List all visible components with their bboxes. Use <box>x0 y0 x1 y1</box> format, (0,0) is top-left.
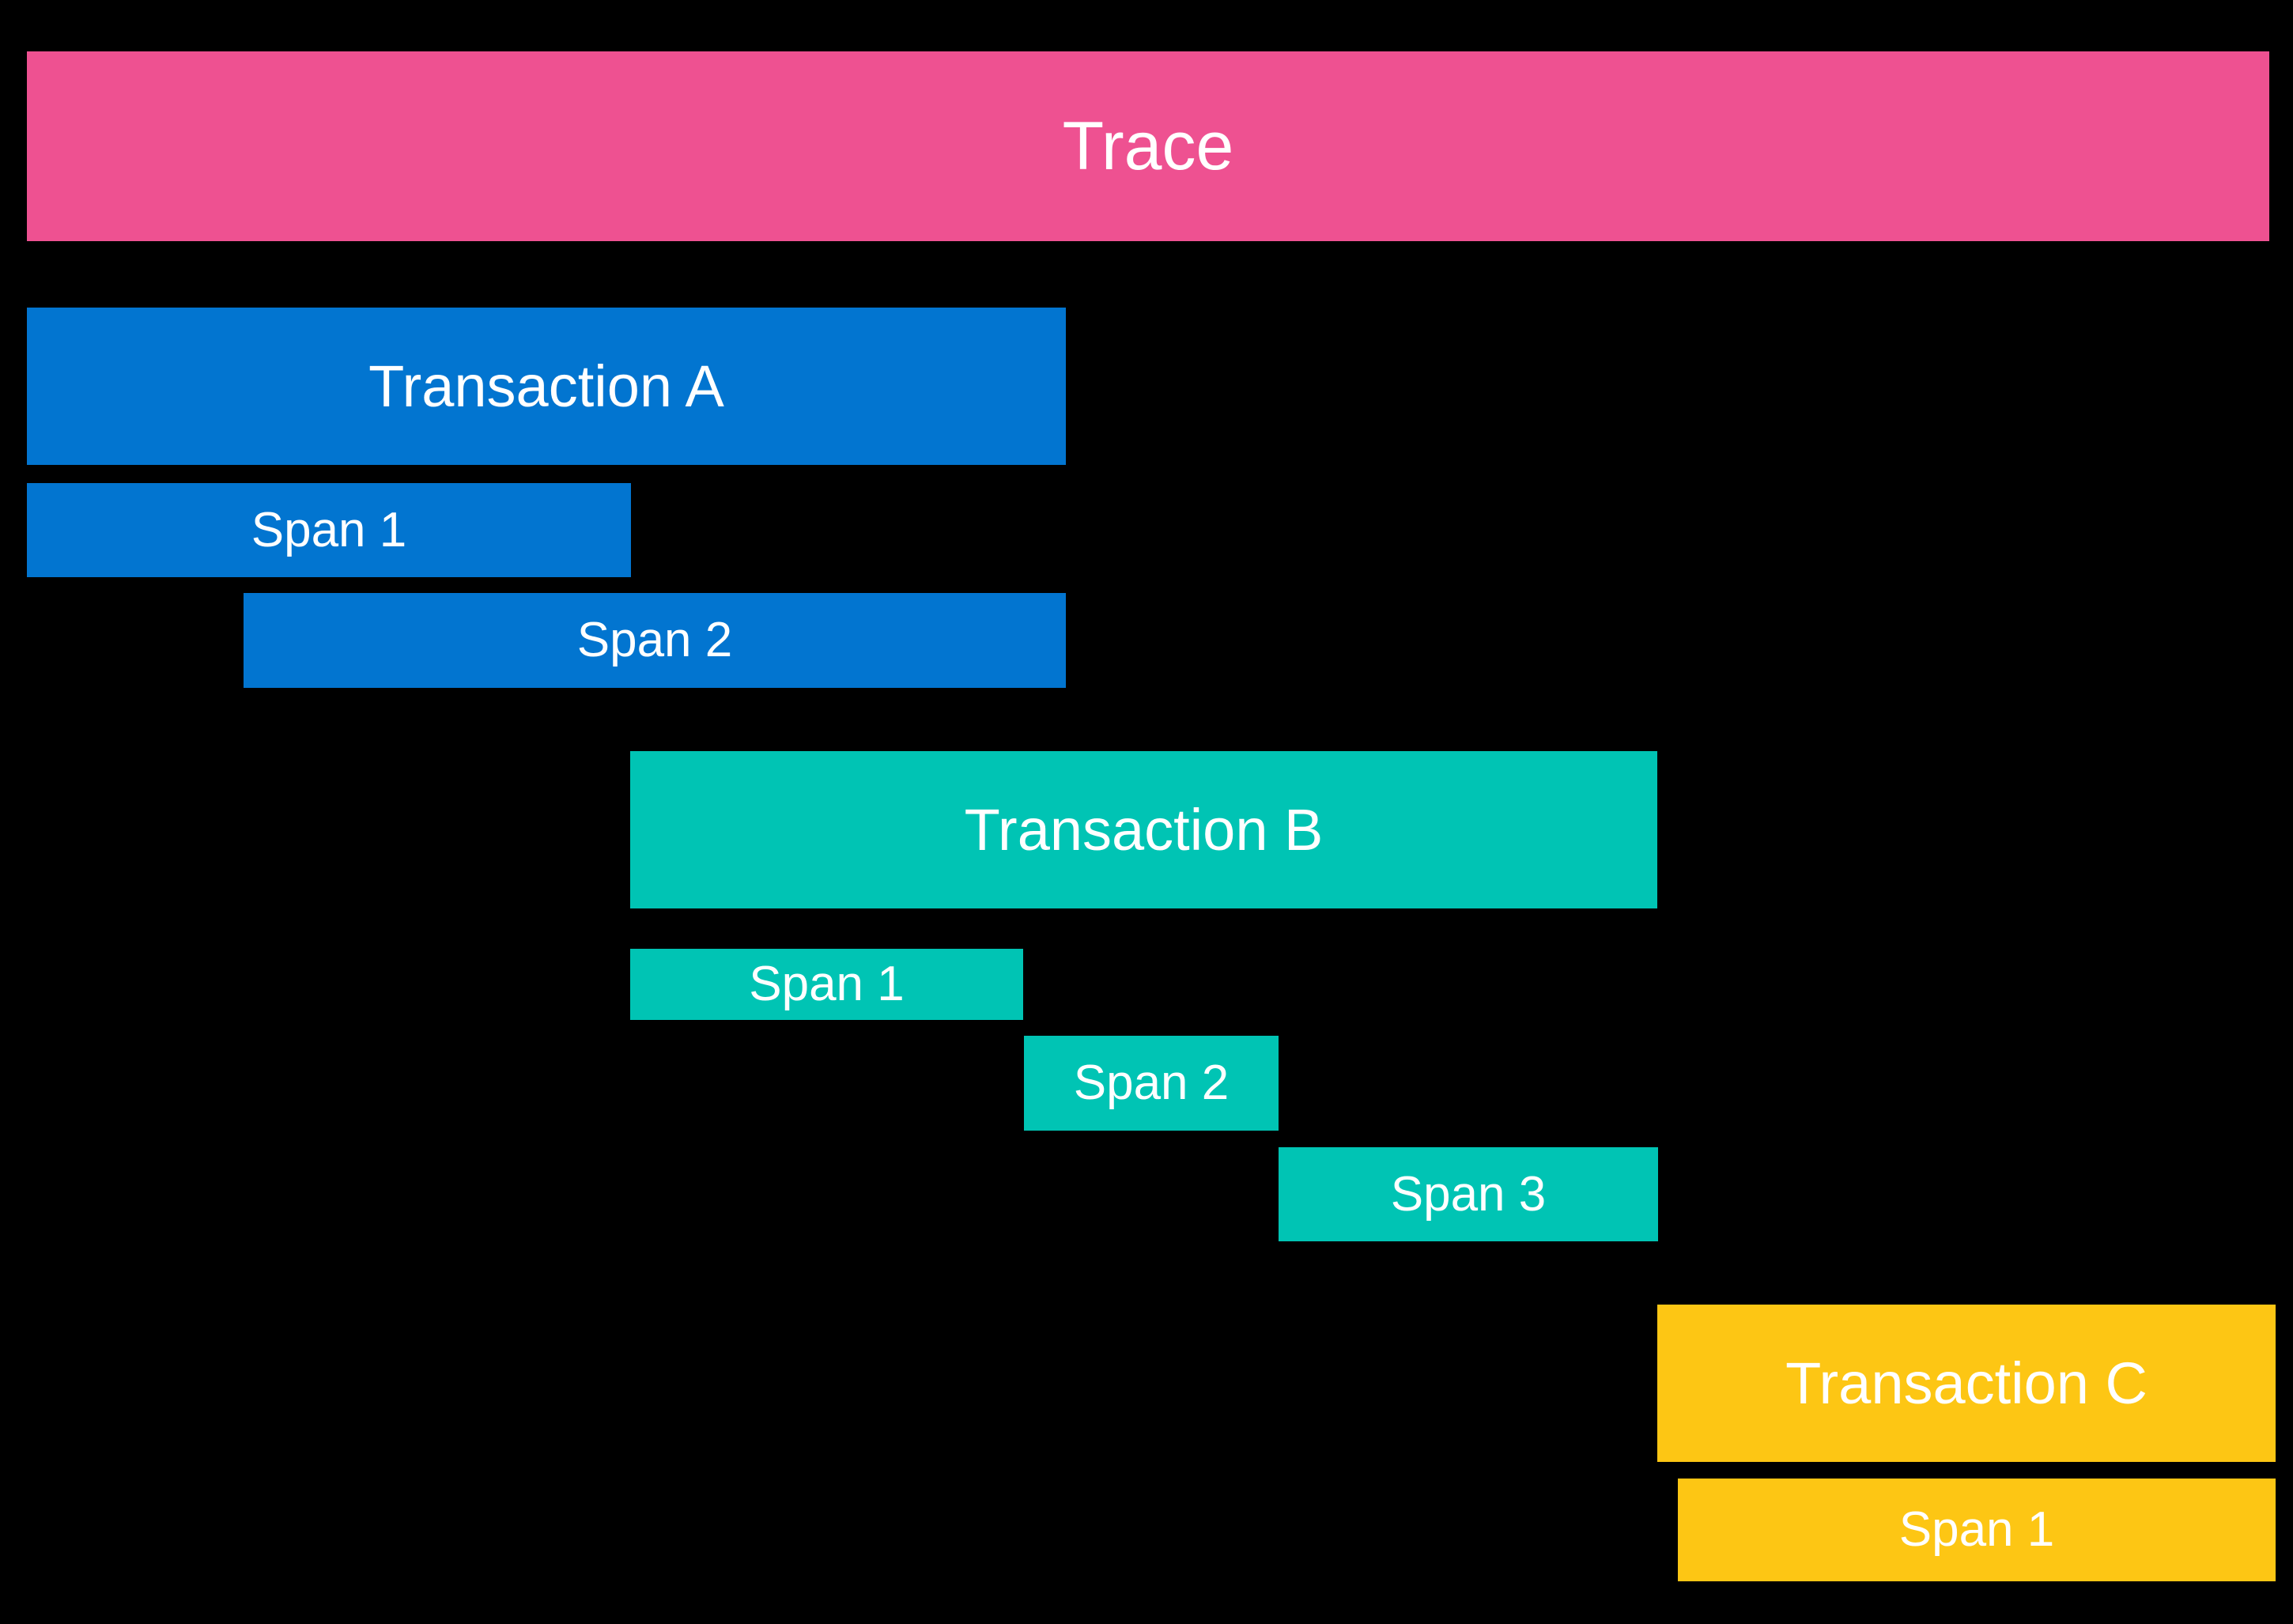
transaction-a-span-1-bar: Span 1 <box>27 483 631 577</box>
transaction-b-span-1-label: Span 1 <box>749 957 905 1011</box>
transaction-b-bar: Transaction B <box>630 751 1657 908</box>
transaction-c-span-1-label: Span 1 <box>1898 1502 2055 1557</box>
transaction-a-span-1-label: Span 1 <box>251 502 407 557</box>
transaction-b-span-1-bar: Span 1 <box>630 949 1023 1020</box>
transaction-c-bar: Transaction C <box>1657 1305 2276 1462</box>
trace-bar: Trace <box>27 51 2269 241</box>
transaction-b-span-2-label: Span 2 <box>1073 1056 1230 1110</box>
transaction-b-span-2-bar: Span 2 <box>1024 1036 1279 1131</box>
transaction-c-span-1-bar: Span 1 <box>1678 1479 2276 1581</box>
transaction-b-span-3-label: Span 3 <box>1390 1166 1547 1222</box>
transaction-c-label: Transaction C <box>1785 1350 2148 1416</box>
transaction-b-span-3-bar: Span 3 <box>1279 1147 1658 1241</box>
transaction-a-bar: Transaction A <box>27 308 1066 465</box>
transaction-a-span-2-label: Span 2 <box>576 613 733 667</box>
transaction-a-label: Transaction A <box>368 353 724 419</box>
transaction-b-label: Transaction B <box>964 796 1324 863</box>
trace-label: Trace <box>1062 108 1234 184</box>
transaction-a-span-2-bar: Span 2 <box>244 593 1066 688</box>
